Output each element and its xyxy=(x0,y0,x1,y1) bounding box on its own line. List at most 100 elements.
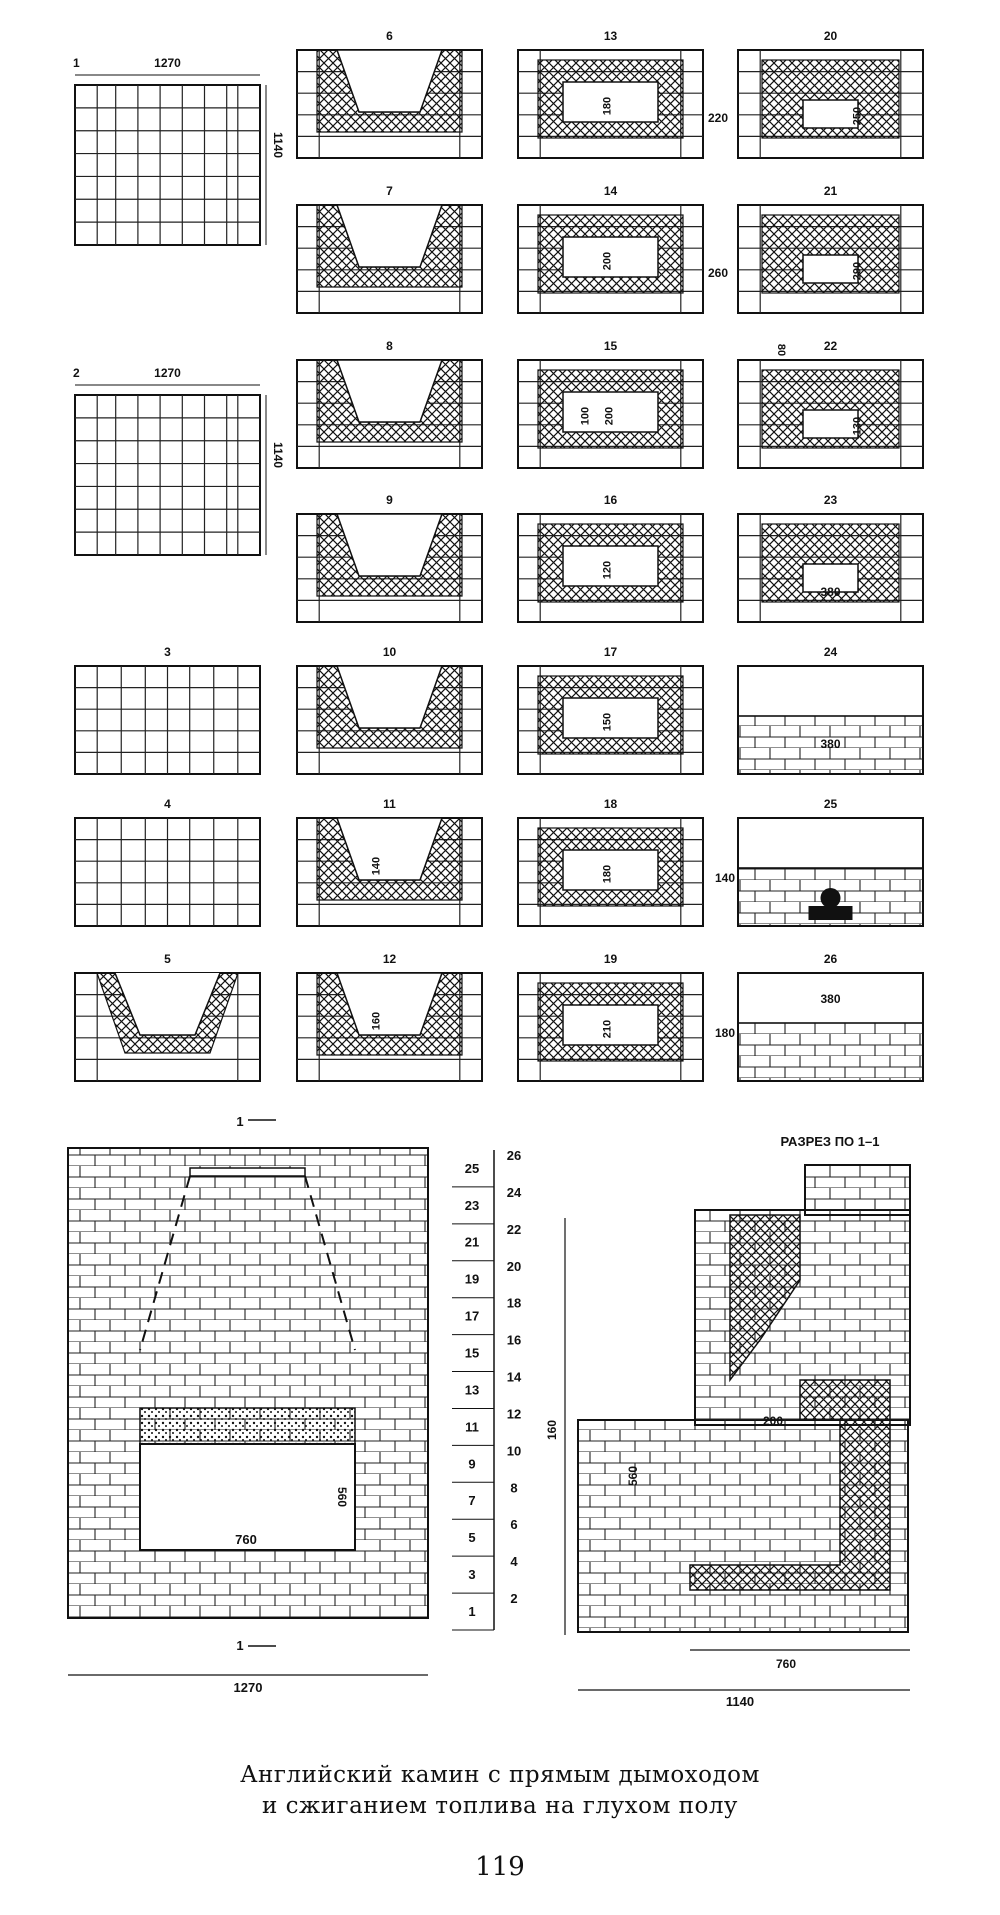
brick-courses-26 xyxy=(737,1022,924,1082)
depth-dim-19: 210 xyxy=(602,1020,614,1038)
plan-row-8: 8 xyxy=(296,339,483,469)
firebox-opening-5 xyxy=(114,972,221,1036)
section-chimney xyxy=(804,1164,911,1216)
row-label-5: 5 xyxy=(164,952,171,966)
plan-row-16: 16 120 xyxy=(517,493,704,623)
course-number-left-5: 5 xyxy=(468,1530,475,1545)
section-title: РАЗРЕЗ ПО 1–1 xyxy=(781,1134,880,1149)
flue-dim-26: 380 xyxy=(820,992,840,1006)
row-label-12: 12 xyxy=(383,952,397,966)
plan-row-25: 25 xyxy=(737,797,924,927)
flue-opening-19 xyxy=(562,1004,659,1046)
damper-plate xyxy=(808,906,853,920)
section-firebox-lining xyxy=(689,1379,891,1591)
caption-line-2: и сжиганием топлива на глухом полу xyxy=(262,1793,738,1819)
overall-width-dim: 1270 xyxy=(234,1680,263,1695)
row-label-11: 11 xyxy=(383,797,396,811)
course-number-left-21: 21 xyxy=(465,1235,479,1250)
row-label-8: 8 xyxy=(386,339,393,353)
course-number-right-8: 8 xyxy=(510,1480,517,1495)
course-number-right-18: 18 xyxy=(507,1296,521,1311)
depth-dim-13: 180 xyxy=(602,97,614,115)
damper-slot xyxy=(189,1167,306,1177)
depth-dim-12: 160 xyxy=(371,1012,383,1030)
row-label-16: 16 xyxy=(604,493,618,507)
flue-opening-20 xyxy=(802,99,859,129)
flue-opening-17 xyxy=(562,697,659,739)
row-label-24: 24 xyxy=(824,645,838,659)
row-label-3: 3 xyxy=(164,645,171,659)
flue-opening-13 xyxy=(562,81,659,123)
side-dim-20: 220 xyxy=(708,111,728,125)
flue-opening-21 xyxy=(802,254,859,284)
page-number: 119 xyxy=(475,1852,525,1882)
row-label-2: 2 xyxy=(73,366,80,380)
caption-line-1: Английский камин с прямым дымоходом xyxy=(240,1762,760,1788)
side-dim-21: 260 xyxy=(708,266,728,280)
firebox-opening-6 xyxy=(335,49,444,113)
width-dim-2: 1270 xyxy=(154,366,181,380)
flue-dim-20: 250 xyxy=(852,107,864,125)
course-number-right-6: 6 xyxy=(510,1517,517,1532)
flue-dim-24: 380 xyxy=(820,737,840,751)
depth-dim-18: 180 xyxy=(602,865,614,883)
plan-row-7: 7 xyxy=(296,184,483,314)
side-dim-18: 140 xyxy=(715,871,735,885)
course-number-left-15: 15 xyxy=(465,1346,479,1361)
firebox-opening-8 xyxy=(335,359,444,423)
course-number-right-4: 4 xyxy=(510,1554,518,1569)
row-label-10: 10 xyxy=(383,645,397,659)
row-label-7: 7 xyxy=(386,184,393,198)
plan-row-9: 9 xyxy=(296,493,483,623)
row-label-22: 22 xyxy=(824,339,838,353)
row-label-9: 9 xyxy=(386,493,393,507)
depth-dim-16: 120 xyxy=(602,561,614,579)
plan-row-6: 6 xyxy=(296,29,483,159)
row-label-1: 1 xyxy=(73,56,80,70)
section-mark-top: 1 xyxy=(236,1114,243,1129)
plan-row-21: 21 290 260 xyxy=(708,184,924,314)
section-smoke-shelf xyxy=(729,1214,801,1383)
hatched-lining-19 xyxy=(537,982,684,1062)
height-dim-2: 1140 xyxy=(271,442,285,468)
overall-depth-dim: 1140 xyxy=(726,1694,754,1709)
course-number-right-2: 2 xyxy=(510,1591,517,1606)
firebox-opening-11 xyxy=(335,817,444,881)
course-number-right-16: 16 xyxy=(507,1333,521,1348)
course-number-left-25: 25 xyxy=(465,1161,479,1176)
section-height-dim: 160 xyxy=(545,1420,559,1440)
row-label-19: 19 xyxy=(604,952,618,966)
row-label-25: 25 xyxy=(824,797,838,811)
course-number-right-12: 12 xyxy=(507,1406,521,1421)
height-dim-1: 1140 xyxy=(271,132,285,158)
course-number-right-14: 14 xyxy=(507,1370,522,1385)
opening-width-dim: 760 xyxy=(235,1532,257,1547)
flue-dim-21: 290 xyxy=(852,262,864,280)
row-label-4: 4 xyxy=(164,797,171,811)
course-number-left-7: 7 xyxy=(468,1493,475,1508)
course-number-left-13: 13 xyxy=(465,1382,479,1397)
plan-row-2: 2 1270 1140 xyxy=(73,366,285,556)
row-label-13: 13 xyxy=(604,29,618,43)
row-label-21: 21 xyxy=(824,184,838,198)
course-number-left-3: 3 xyxy=(468,1567,475,1582)
course-number-left-11: 11 xyxy=(465,1419,479,1434)
plan-row-12: 12 160 xyxy=(296,952,483,1082)
plan-row-26: 26 380 xyxy=(737,952,924,1082)
depth-dim-14: 200 xyxy=(602,252,614,270)
depth-dim-11: 140 xyxy=(371,857,383,875)
row-label-26: 26 xyxy=(824,952,838,966)
firebox-opening-7 xyxy=(335,204,444,268)
lintel xyxy=(139,1407,356,1445)
section-mark-bottom: 1 xyxy=(236,1638,243,1653)
course-number-left-23: 23 xyxy=(465,1198,479,1213)
course-number-left-1: 1 xyxy=(468,1604,475,1619)
course-number-right-10: 10 xyxy=(507,1443,521,1458)
